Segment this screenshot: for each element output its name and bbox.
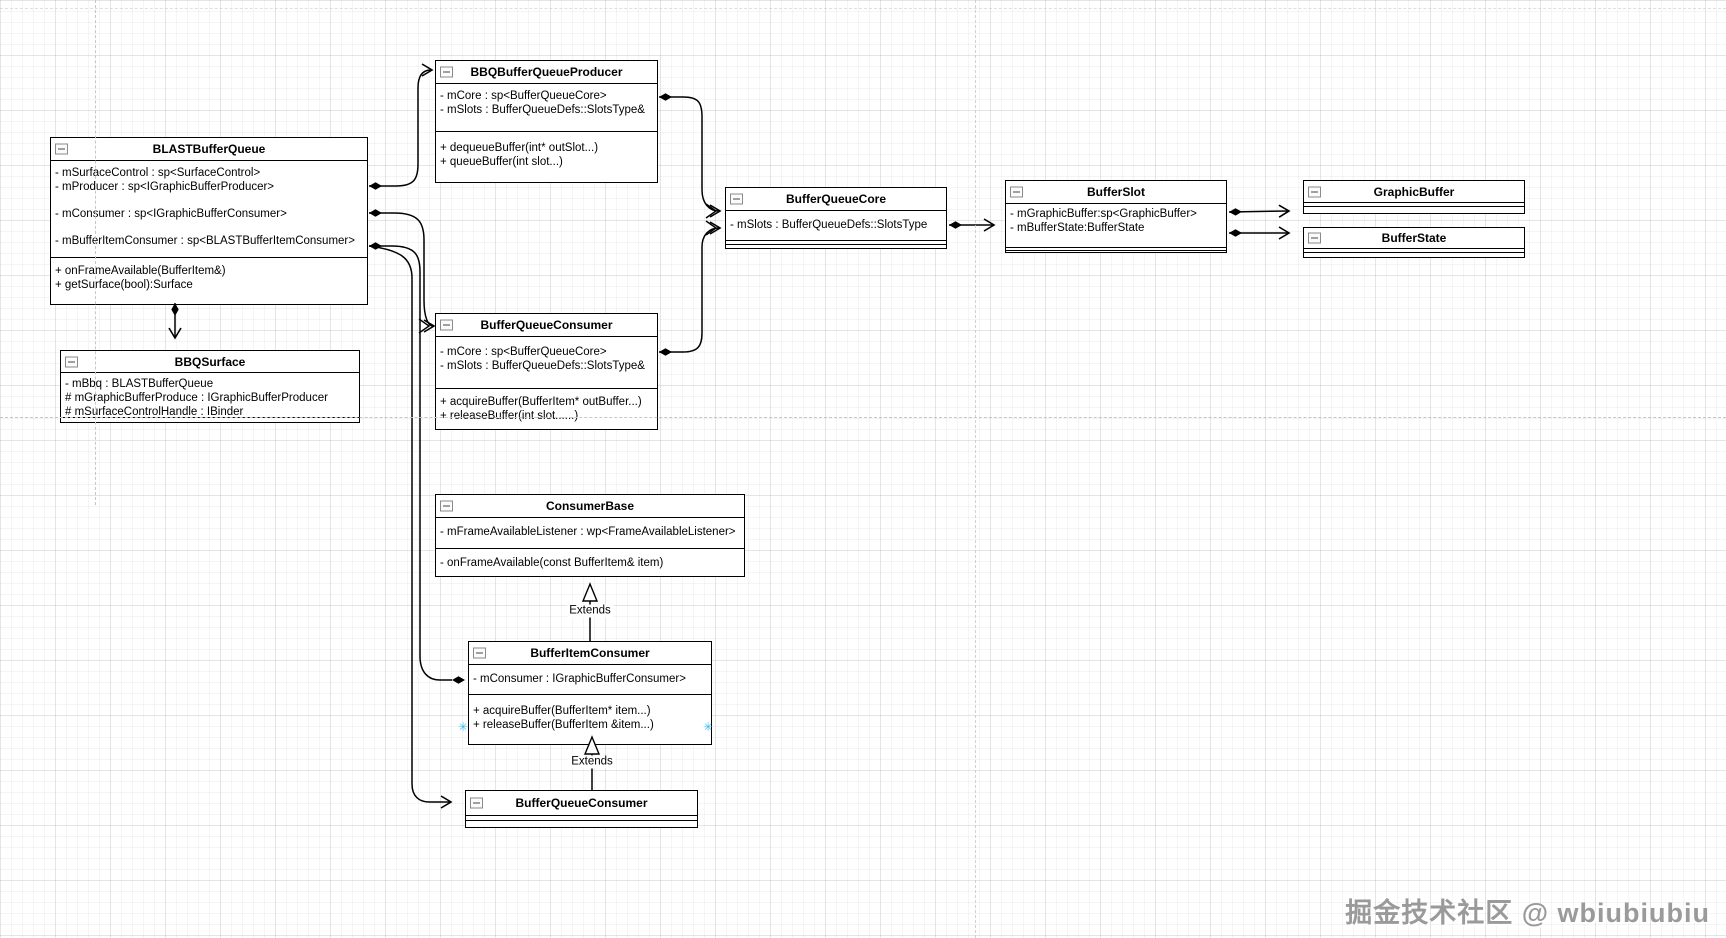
attribute: # mSurfaceControlHandle : IBinder — [65, 406, 244, 418]
class-title: BBQBufferQueueProducer — [470, 65, 623, 79]
class-title: BufferItemConsumer — [530, 646, 650, 660]
attribute: - mSlots : BufferQueueDefs::SlotsType& — [440, 104, 645, 116]
attribute: - mBufferState:BufferState — [1010, 222, 1145, 234]
class-buffer-queue-core[interactable]: BufferQueueCore - mSlots : BufferQueueDe… — [725, 187, 947, 249]
class-graphic-buffer[interactable]: GraphicBuffer — [1303, 180, 1525, 214]
selection-marker-icon: ✳ — [457, 720, 469, 734]
edge-label-extends: Extends — [567, 604, 613, 618]
class-bbq-buffer-queue-producer[interactable]: BBQBufferQueueProducer - mCore : sp<Buff… — [435, 60, 658, 183]
class-title: BufferQueueConsumer — [515, 796, 648, 810]
class-title: BLASTBufferQueue — [152, 142, 266, 156]
method: + dequeueBuffer(int* outSlot...) — [440, 142, 599, 154]
class-title: BufferSlot — [1087, 185, 1145, 199]
class-consumer-base[interactable]: ConsumerBase - mFrameAvailableListener :… — [435, 494, 745, 577]
collapse-icon[interactable] — [440, 66, 453, 78]
attribute: - mSurfaceControl : sp<SurfaceControl> — [55, 167, 261, 179]
attribute: - mBufferItemConsumer : sp<BLASTBufferIt… — [55, 235, 355, 247]
class-buffer-queue-consumer[interactable]: BufferQueueConsumer - mCore : sp<BufferQ… — [435, 313, 658, 430]
attribute: - mFrameAvailableListener : wp<FrameAvai… — [440, 526, 736, 538]
class-buffer-state[interactable]: BufferState — [1303, 227, 1525, 258]
class-title: BufferQueueCore — [785, 192, 886, 206]
collapse-icon[interactable] — [470, 797, 483, 809]
attribute: - mConsumer : IGraphicBufferConsumer> — [473, 673, 686, 685]
watermark: 掘金技术社区 @ wbiubiubiu — [1345, 898, 1710, 928]
collapse-icon[interactable] — [65, 356, 78, 367]
edge-label-extends: Extends — [569, 755, 615, 769]
class-title: BufferState — [1381, 231, 1447, 245]
method: + acquireBuffer(BufferItem* outBuffer...… — [440, 396, 642, 408]
attribute: - mBbq : BLASTBufferQueue — [65, 378, 214, 390]
class-buffer-queue-consumer-base[interactable]: BufferQueueConsumer — [465, 790, 698, 828]
collapse-icon[interactable] — [1308, 232, 1321, 244]
attribute: - mGraphicBuffer:sp<GraphicBuffer> — [1010, 208, 1197, 220]
collapse-icon[interactable] — [473, 647, 486, 659]
page-guide-vertical — [975, 0, 976, 938]
class-buffer-slot[interactable]: BufferSlot - mGraphicBuffer:sp<GraphicBu… — [1005, 180, 1227, 253]
method: + getSurface(bool):Surface — [55, 279, 193, 291]
attribute: - mSlots : BufferQueueDefs::SlotsType — [730, 219, 928, 231]
collapse-icon[interactable] — [1308, 186, 1321, 197]
class-title: BufferQueueConsumer — [480, 318, 613, 332]
collapse-icon[interactable] — [440, 319, 453, 331]
method: + releaseBuffer(BufferItem &item...) — [473, 719, 654, 731]
collapse-icon[interactable] — [440, 500, 453, 512]
method: + releaseBuffer(int slot......) — [440, 410, 579, 422]
collapse-icon[interactable] — [1010, 186, 1023, 198]
attribute: - mCore : sp<BufferQueueCore> — [440, 346, 607, 358]
attribute: # mGraphicBufferProduce : IGraphicBuffer… — [65, 392, 328, 404]
class-bbq-surface[interactable]: BBQSurface - mBbq : BLASTBufferQueue # m… — [60, 350, 360, 423]
method: + acquireBuffer(BufferItem* item...) — [473, 705, 651, 717]
method: + onFrameAvailable(BufferItem&) — [55, 265, 226, 277]
class-title: ConsumerBase — [545, 499, 635, 513]
method: - onFrameAvailable(const BufferItem& ite… — [440, 557, 664, 569]
collapse-icon[interactable] — [55, 143, 68, 155]
class-blast-buffer-queue[interactable]: BLASTBufferQueue - mSurfaceControl : sp<… — [50, 137, 368, 305]
attribute: - mCore : sp<BufferQueueCore> — [440, 90, 607, 102]
attribute: - mProducer : sp<IGraphicBufferProducer> — [55, 181, 275, 193]
attribute: - mConsumer : sp<IGraphicBufferConsumer> — [55, 208, 287, 220]
class-title: GraphicBuffer — [1373, 184, 1455, 199]
page-guide-horizontal — [0, 8, 1726, 9]
class-title: BBQSurface — [174, 354, 246, 369]
attribute: - mSlots : BufferQueueDefs::SlotsType& — [440, 360, 645, 372]
class-buffer-item-consumer[interactable]: BufferItemConsumer - mConsumer : IGraphi… — [468, 641, 712, 745]
collapse-icon[interactable] — [730, 193, 743, 205]
method: + queueBuffer(int slot...) — [440, 156, 563, 168]
